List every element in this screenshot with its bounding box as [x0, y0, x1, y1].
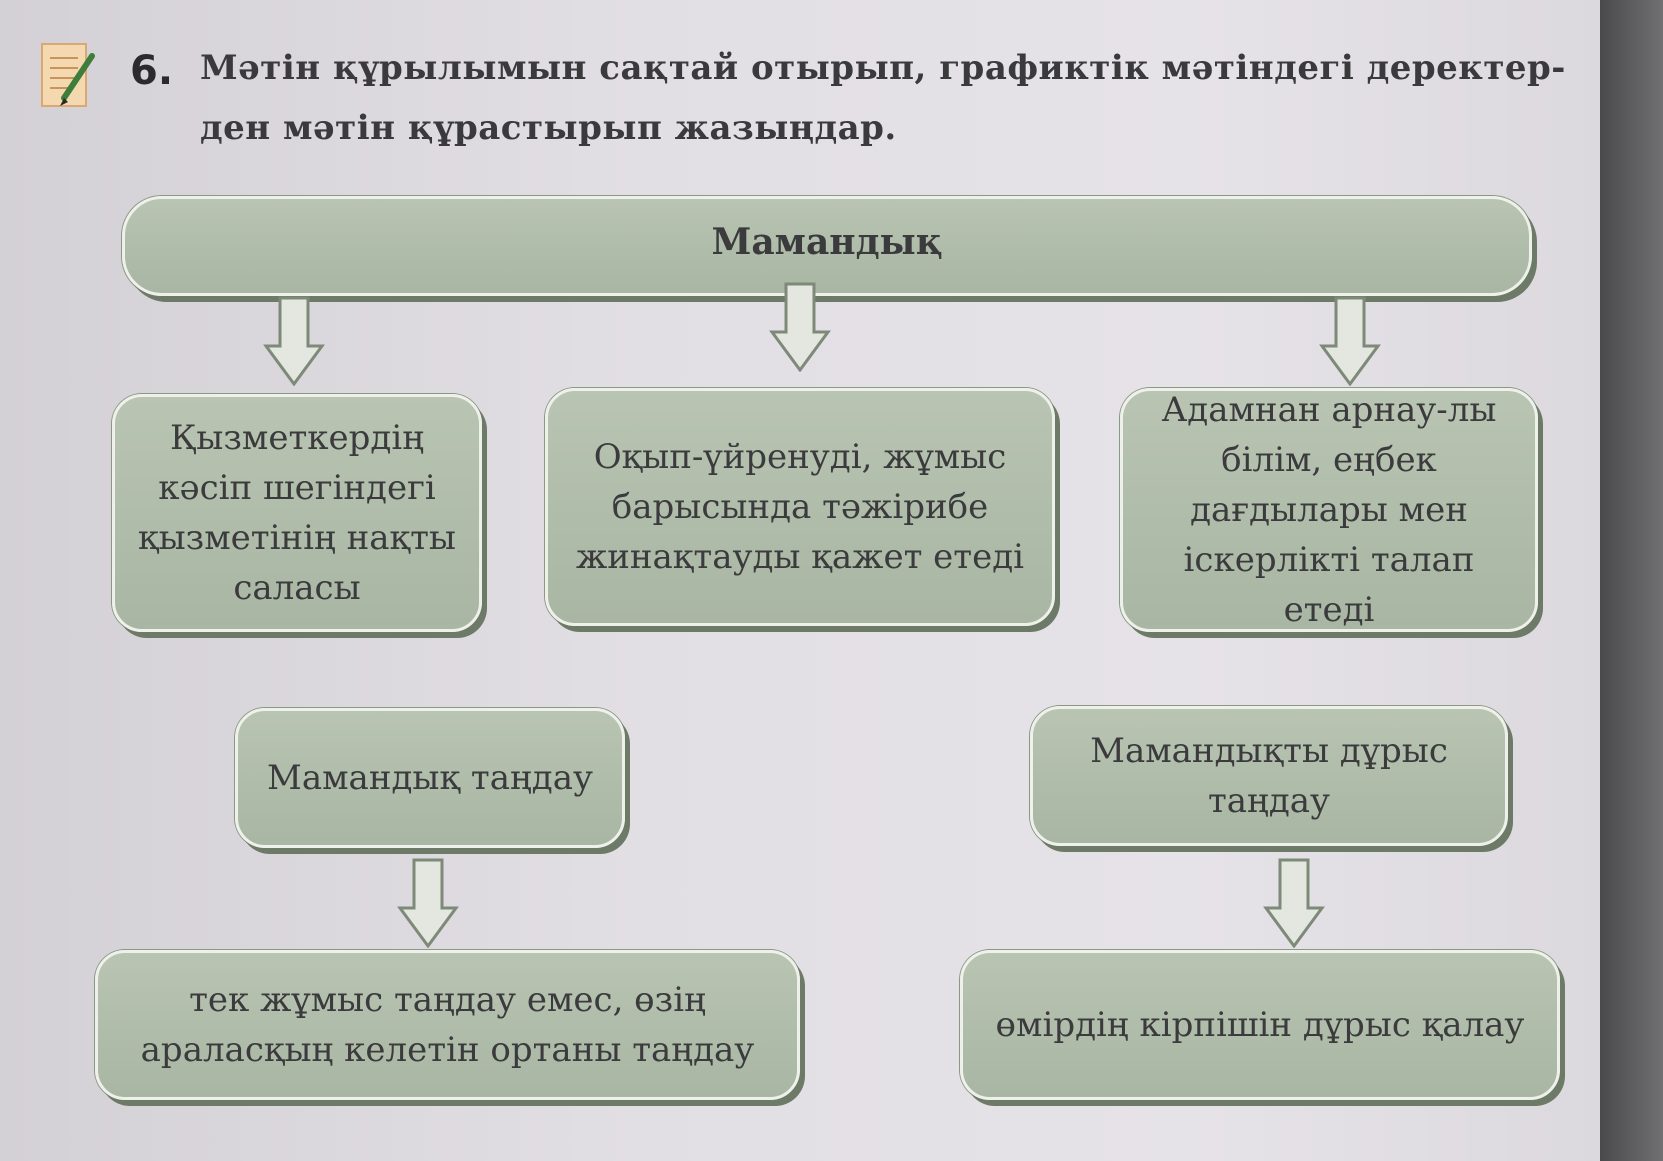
definition-node-2: Оқып-үйренуді, жұмыс барысында тәжірибе …: [545, 388, 1055, 626]
root-node: Мамандық: [122, 196, 1532, 296]
page-edge: [1600, 0, 1663, 1161]
left-branch-title: Мамандық таңдау: [235, 708, 625, 848]
arrow-down-icon: [769, 282, 831, 372]
pencil-notepad-icon: [41, 43, 95, 107]
right-branch-title: Мамандықты дұрыс таңдау: [1030, 706, 1508, 846]
arrow-down-icon: [1319, 296, 1381, 386]
definition-node-3: Адамнан арнау-лы білім, еңбек дағдылары …: [1120, 388, 1538, 632]
task-number: 6.: [130, 48, 174, 94]
arrow-down-icon: [397, 858, 459, 948]
arrow-down-icon: [1263, 858, 1325, 948]
arrow-down-icon: [263, 296, 325, 386]
task-instruction: Мәтін құрылымын сақтай отырып, графиктік…: [200, 48, 1566, 148]
right-branch-result: өмірдің кірпішін дұрыс қалау: [960, 950, 1560, 1100]
left-branch-result: тек жұмыс таңдау емес, өзің араласқың ке…: [95, 950, 800, 1100]
definition-node-1: Қызметкердің кәсіп шегіндегі қызметінің …: [112, 394, 482, 632]
